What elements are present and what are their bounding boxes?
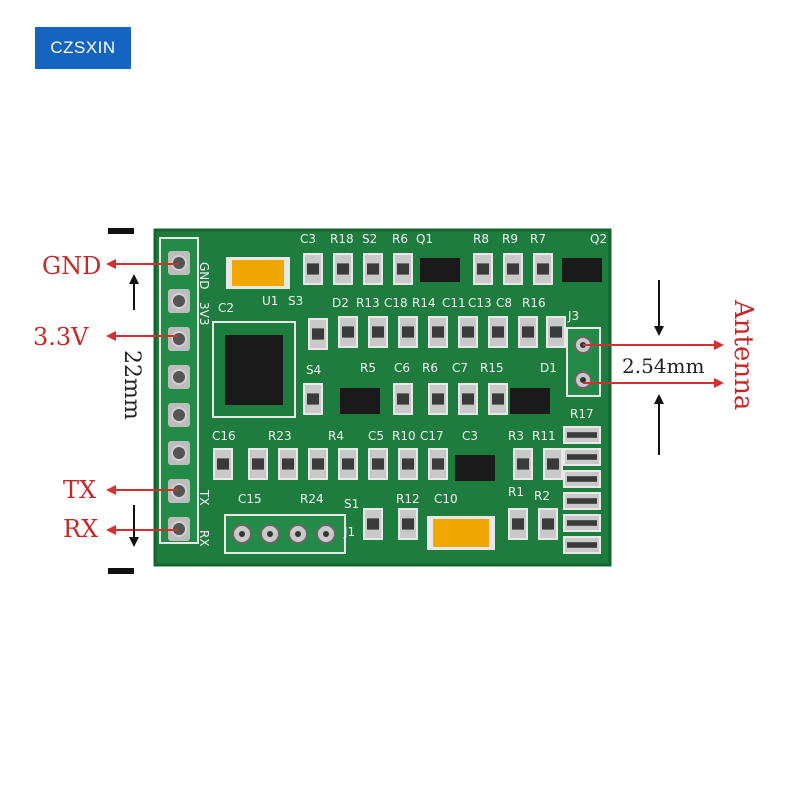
silkscreen-label: U1 <box>262 294 278 308</box>
pin-header-outline <box>159 237 199 544</box>
silkscreen-label: R18 <box>330 232 354 246</box>
silkscreen-label: C15 <box>238 492 262 506</box>
silkscreen-label: R12 <box>396 492 420 506</box>
silkscreen-label: C13 <box>468 296 492 310</box>
silkscreen-label: R5 <box>360 361 376 375</box>
silkscreen-label: R8 <box>473 232 489 246</box>
silkscreen-label: R2 <box>534 489 550 503</box>
silkscreen-label: Q1 <box>416 232 433 246</box>
silkscreen-label: C11 <box>442 296 466 310</box>
silkscreen-label: RX <box>197 530 211 547</box>
silkscreen-label: D1 <box>540 361 557 375</box>
antenna-label: Antenna <box>728 300 758 411</box>
silkscreen-label: S2 <box>362 232 377 246</box>
silkscreen-label: R17 <box>570 407 594 421</box>
height-dimension-label: 22mm <box>119 350 144 420</box>
tx-label: TX <box>63 476 97 504</box>
silkscreen-label: R15 <box>480 361 504 375</box>
pitch-dimension-label: 2.54mm <box>622 354 705 378</box>
smd-components <box>213 253 601 554</box>
rx-label: RX <box>63 515 99 543</box>
silkscreen-label: R10 <box>392 429 416 443</box>
silkscreen-label: R6 <box>392 232 408 246</box>
silkscreen-label: R1 <box>508 485 524 499</box>
silkscreen-label: R3 <box>508 429 524 443</box>
silkscreen-label: R9 <box>502 232 518 246</box>
ic-chip <box>225 335 283 405</box>
silkscreen-label: D2 <box>332 296 349 310</box>
silkscreen-label: R11 <box>532 429 556 443</box>
silkscreen-label: S3 <box>288 294 303 308</box>
silkscreen-label: C3 <box>300 232 316 246</box>
silkscreen-label: C18 <box>384 296 408 310</box>
silkscreen-label: J3 <box>567 309 579 323</box>
gnd-label: GND <box>42 252 102 280</box>
silkscreen-label: R23 <box>268 429 292 443</box>
silkscreen-label: S4 <box>306 363 321 377</box>
vcc-label: 3.3V <box>33 323 89 351</box>
silkscreen-label: 3V3 <box>197 302 211 325</box>
silkscreen-label: S1 <box>344 497 359 511</box>
silkscreen-label: C7 <box>452 361 468 375</box>
silkscreen-label: C2 <box>218 301 234 315</box>
silkscreen-label: C16 <box>212 429 236 443</box>
silkscreen-label: R24 <box>300 492 324 506</box>
brand-logo: CZSXIN <box>35 27 131 69</box>
tantalum-capacitor <box>232 260 284 286</box>
silkscreen-label: R16 <box>522 296 546 310</box>
silkscreen-label: Q2 <box>590 232 607 246</box>
silkscreen-label: R14 <box>412 296 436 310</box>
silkscreen-label: TX <box>197 489 211 506</box>
silkscreen-label: C5 <box>368 429 384 443</box>
silkscreen-label: C17 <box>420 429 444 443</box>
silkscreen-label: C6 <box>394 361 410 375</box>
silkscreen-label: C3 <box>462 429 478 443</box>
silkscreen-label: J1 <box>343 525 355 539</box>
silkscreen-label: C10 <box>434 492 458 506</box>
silkscreen-label: R6 <box>422 361 438 375</box>
silkscreen-label: C8 <box>496 296 512 310</box>
silkscreen-label: R7 <box>530 232 546 246</box>
silkscreen-label: GND <box>197 262 211 290</box>
silkscreen-label: R13 <box>356 296 380 310</box>
silkscreen-label: R4 <box>328 429 344 443</box>
tantalum-capacitor <box>433 519 489 547</box>
